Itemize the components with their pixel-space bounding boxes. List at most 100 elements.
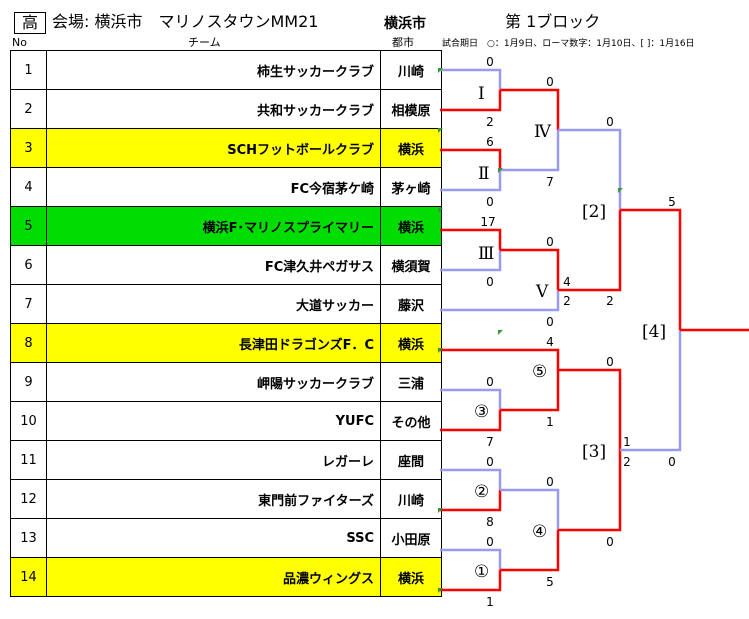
team-no: 11 bbox=[10, 440, 47, 480]
marker-7 bbox=[438, 348, 443, 353]
team-name: レガーレ bbox=[46, 440, 381, 480]
score-r4-bot: 7 bbox=[546, 175, 554, 189]
bracket-line-b4-top bbox=[620, 208, 682, 330]
team-no: 9 bbox=[10, 362, 47, 402]
score-c5-bot: 1 bbox=[546, 415, 554, 429]
score-b4-bot: 0 bbox=[668, 455, 676, 469]
bracket-line-t4 bbox=[440, 170, 502, 192]
bracket-line-t11 bbox=[440, 468, 502, 490]
score-b2-top: 0 bbox=[606, 115, 614, 129]
bracket-line-c4-bot bbox=[500, 530, 560, 572]
team-name: 東門前ファイターズ bbox=[46, 479, 381, 519]
team-city: 相模原 bbox=[380, 89, 442, 129]
team-no: 8 bbox=[10, 323, 47, 363]
bracket-line-t7 bbox=[440, 290, 560, 312]
block-title: 第 1ブロック bbox=[505, 12, 601, 31]
team-name: SCHフットボールクラブ bbox=[46, 128, 381, 168]
score-b3-bot: 2 bbox=[623, 455, 631, 469]
grade-badge: 高 bbox=[14, 12, 46, 34]
round-label-r2: Ⅱ bbox=[478, 164, 490, 184]
team-city: 横須賀 bbox=[380, 245, 442, 285]
bracket-line-t6 bbox=[440, 250, 502, 272]
score-t7: 0 bbox=[546, 315, 554, 329]
score-t8: 4 bbox=[546, 335, 554, 349]
team-no: 1 bbox=[10, 50, 47, 90]
team-city: 横浜 bbox=[380, 206, 442, 246]
round-label-b2: [2] bbox=[582, 202, 606, 222]
bracket-line-t1 bbox=[440, 68, 502, 90]
bracket-line-r4-bot bbox=[500, 130, 560, 172]
team-city: その他 bbox=[380, 401, 442, 441]
date-legend: 試合期日 ○：1月9日、ローマ数字：1月10日、[ ]：1月16日 bbox=[442, 39, 695, 49]
score-b2-bot: 2 bbox=[606, 294, 614, 308]
team-no: 13 bbox=[10, 518, 47, 558]
round-label-c1: ① bbox=[474, 562, 489, 582]
bracket-line-t13 bbox=[440, 548, 502, 570]
score-r5-bot: 2 bbox=[563, 294, 571, 308]
score-r5-mid: 4 bbox=[563, 275, 571, 289]
score-t10: 7 bbox=[486, 435, 494, 449]
team-city: 茅ヶ崎 bbox=[380, 167, 442, 207]
round-label-r1: Ⅰ bbox=[478, 84, 485, 104]
score-b4-top: 5 bbox=[668, 195, 676, 209]
team-name: 柿生サッカークラブ bbox=[46, 50, 381, 90]
marker-5 bbox=[618, 188, 623, 193]
venue-city: 横浜市 bbox=[384, 16, 426, 32]
round-label-b4: [4] bbox=[642, 322, 666, 342]
score-t3: 6 bbox=[486, 135, 494, 149]
round-label-c4: ④ bbox=[532, 522, 547, 542]
score-t11: 0 bbox=[486, 455, 494, 469]
round-label-c3: ③ bbox=[474, 402, 489, 422]
team-name: 大道サッカー bbox=[46, 284, 381, 324]
team-city: 座間 bbox=[380, 440, 442, 480]
marker-1 bbox=[438, 68, 443, 73]
col-header-no: No bbox=[12, 36, 27, 49]
bracket-line-t2 bbox=[440, 90, 502, 112]
bracket-line-t12 bbox=[440, 490, 502, 512]
score-t2: 2 bbox=[486, 115, 494, 129]
score-c4-top: 0 bbox=[546, 475, 554, 489]
team-name: 岬陽サッカークラブ bbox=[46, 362, 381, 402]
score-b3-top: 0 bbox=[606, 535, 614, 549]
round-label-b3: [3] bbox=[582, 442, 606, 462]
col-header-team: チーム bbox=[188, 36, 221, 49]
col-header-city: 都市 bbox=[392, 36, 414, 49]
bracket-line-b4-bot bbox=[620, 330, 682, 452]
marker-8 bbox=[438, 508, 443, 513]
round-label-r3: Ⅲ bbox=[478, 244, 494, 264]
score-c4-bot: 5 bbox=[546, 575, 554, 589]
bracket-line-b2-top bbox=[558, 128, 622, 210]
bracket-line-t5 bbox=[440, 228, 502, 250]
bracket-line-t8 bbox=[440, 348, 560, 370]
bracket-line-t14 bbox=[440, 570, 502, 592]
score-b3-mid: 1 bbox=[623, 435, 631, 449]
round-label-c2: ② bbox=[474, 482, 489, 502]
bracket-line-b3-top bbox=[558, 368, 622, 450]
round-label-r4: Ⅳ bbox=[534, 122, 552, 142]
marker-9 bbox=[438, 588, 443, 593]
team-no: 6 bbox=[10, 245, 47, 285]
round-label-c5: ⑤ bbox=[532, 362, 547, 382]
score-t12: 8 bbox=[486, 515, 494, 529]
team-name: 横浜F･マリノスプライマリー bbox=[46, 206, 381, 246]
team-name: FC今宿茅ケ崎 bbox=[46, 167, 381, 207]
score-t6: 0 bbox=[486, 275, 494, 289]
score-t5: 17 bbox=[480, 215, 495, 229]
bracket-line-r4-top bbox=[500, 88, 560, 130]
bracket-line-b2-bot bbox=[558, 210, 622, 292]
round-label-r5: Ⅴ bbox=[535, 282, 549, 302]
score-t4: 0 bbox=[486, 195, 494, 209]
bracket-line-t10 bbox=[440, 410, 502, 432]
marker-3 bbox=[498, 168, 503, 173]
